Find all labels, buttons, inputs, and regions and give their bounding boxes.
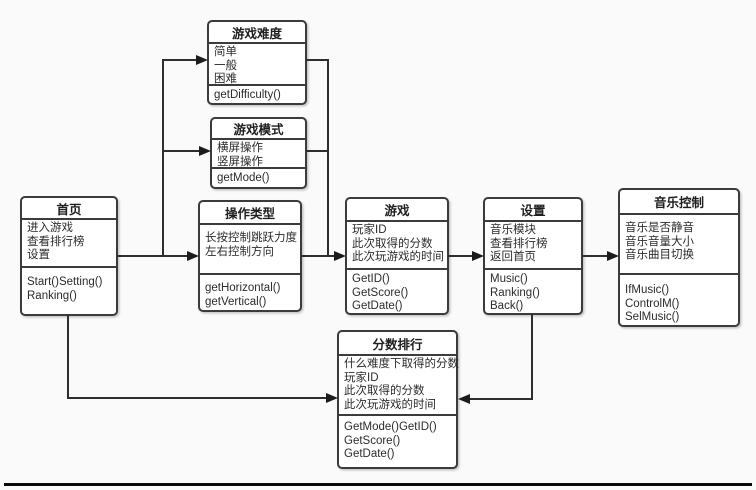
class-attributes: 玩家ID 此次取得的分数 此次玩游戏的时间 (347, 222, 447, 270)
attribute: 设置 (27, 249, 50, 261)
connector-to-mode (162, 150, 200, 152)
attribute: 横屏操作 (217, 142, 263, 154)
connector-settings-to-music (582, 255, 607, 257)
class-title: 操作类型 (200, 202, 300, 225)
arrowhead (472, 251, 484, 261)
class-methods: Music() Ranking() Back() (485, 270, 581, 314)
method: getMode() (217, 172, 270, 184)
attribute: 此次取得的分数 (344, 385, 425, 397)
attribute: 一般 (214, 59, 237, 72)
connector-game-to-settings (448, 255, 472, 257)
method: SelMusic() (625, 311, 680, 323)
method: Back() (490, 300, 524, 312)
arrowhead (199, 146, 211, 156)
arrowhead (458, 394, 470, 404)
attribute: 返回首页 (490, 251, 536, 263)
method: GetScore() (344, 434, 401, 447)
method: Start()Setting() (27, 276, 103, 288)
class-title: 游戏模式 (212, 119, 305, 140)
method: Ranking() (27, 289, 77, 302)
connector-junction-vertical (327, 59, 329, 257)
class-methods: GetID() GetScore() GetDate() (347, 270, 447, 314)
connector-home-to-operation (117, 255, 188, 257)
class-attributes: 音乐模块 查看排行榜 返回首页 (485, 222, 581, 270)
attribute: 音乐模块 (490, 224, 536, 236)
class-title: 游戏 (347, 199, 447, 222)
class-home[interactable]: 首页 进入游戏 查看排行榜 设置 Start()Setting() Rankin… (20, 196, 118, 316)
attribute: 进入游戏 (27, 222, 73, 234)
attribute: 此次玩游戏的时间 (344, 398, 436, 411)
connector-operation-to-game (301, 255, 334, 257)
class-title: 音乐控制 (620, 190, 738, 215)
attribute: 什么难度下取得的分数 (344, 358, 459, 370)
attribute: 左右控制方向 (205, 245, 274, 258)
class-score-ranking[interactable]: 分数排行 什么难度下取得的分数 玩家ID 此次取得的分数 此次玩游戏的时间 Ge… (337, 330, 459, 469)
connector-settings-down (531, 314, 533, 400)
attribute: 音乐是否静音 (625, 222, 694, 234)
attribute: 音乐曲目切换 (625, 249, 694, 261)
method: GetDate() (344, 448, 395, 460)
bottom-border-bar (4, 483, 752, 486)
arrowhead (326, 393, 338, 403)
attribute: 玩家ID (344, 371, 379, 384)
method: ControlM() (625, 297, 680, 310)
connector-home-to-ranking (67, 397, 326, 399)
method: GetDate() (352, 300, 403, 312)
attribute: 玩家ID (352, 224, 387, 236)
class-settings[interactable]: 设置 音乐模块 查看排行榜 返回首页 Music() Ranking() Bac… (483, 197, 583, 315)
class-operation-type[interactable]: 操作类型 长按控制跳跃力度 左右控制方向 getHorizontal() get… (198, 200, 302, 312)
class-methods: GetMode()GetID() GetScore() GetDate() (339, 416, 456, 467)
class-title: 设置 (485, 199, 581, 222)
class-music-control[interactable]: 音乐控制 音乐是否静音 音乐音量大小 音乐曲目切换 IfMusic() Cont… (618, 188, 740, 327)
method: getHorizontal() (205, 282, 281, 294)
attribute: 此次取得的分数 (352, 237, 433, 250)
attribute: 竖屏操作 (217, 155, 263, 168)
class-attributes: 长按控制跳跃力度 左右控制方向 (200, 225, 300, 275)
method: getDifficulty() (214, 89, 281, 101)
arrowhead (607, 251, 619, 261)
attribute: 简单 (214, 46, 237, 58)
arrowhead (196, 55, 208, 65)
class-methods: getDifficulty() (209, 86, 305, 103)
arrowhead (187, 251, 199, 261)
class-attributes: 什么难度下取得的分数 玩家ID 此次取得的分数 此次玩游戏的时间 (339, 356, 459, 416)
class-game-mode[interactable]: 游戏模式 横屏操作 竖屏操作 getMode() (210, 117, 307, 189)
method: GetMode()GetID() (344, 421, 437, 433)
connector-branch-vertical (162, 60, 164, 257)
attribute: 查看排行榜 (27, 235, 85, 248)
class-game[interactable]: 游戏 玩家ID 此次取得的分数 此次玩游戏的时间 GetID() GetScor… (345, 197, 449, 315)
connector-home-down (67, 315, 69, 399)
class-title: 首页 (22, 198, 116, 220)
class-methods: IfMusic() ControlM() SelMusic() (620, 275, 738, 325)
class-attributes: 音乐是否静音 音乐音量大小 音乐曲目切换 (620, 215, 738, 275)
class-methods: Start()Setting() Ranking() (22, 268, 116, 314)
class-attributes: 进入游戏 查看排行榜 设置 (22, 220, 116, 268)
method: getVertical() (205, 295, 267, 308)
class-methods: getMode() (212, 169, 305, 187)
attribute: 困难 (214, 73, 237, 85)
attribute: 此次玩游戏的时间 (352, 251, 444, 263)
method: Ranking() (490, 286, 540, 299)
attribute: 查看排行榜 (490, 237, 548, 250)
connector-mode-exit (306, 150, 329, 152)
class-title: 游戏难度 (209, 22, 305, 44)
method: GetID() (352, 273, 390, 285)
arrowhead (334, 251, 346, 261)
attribute: 音乐音量大小 (625, 235, 694, 248)
connector-to-difficulty (162, 59, 197, 61)
class-title: 分数排行 (339, 332, 456, 356)
class-attributes: 横屏操作 竖屏操作 (212, 140, 305, 169)
class-methods: getHorizontal() getVertical() (200, 275, 300, 310)
class-game-difficulty[interactable]: 游戏难度 简单 一般 困难 getDifficulty() (207, 20, 307, 105)
method: IfMusic() (625, 284, 670, 296)
connector-settings-to-ranking (470, 398, 533, 400)
attribute: 长按控制跳跃力度 (205, 232, 297, 244)
class-attributes: 简单 一般 困难 (209, 44, 305, 86)
method: GetScore() (352, 286, 409, 299)
connector-difficulty-exit (306, 59, 329, 61)
method: Music() (490, 273, 528, 285)
